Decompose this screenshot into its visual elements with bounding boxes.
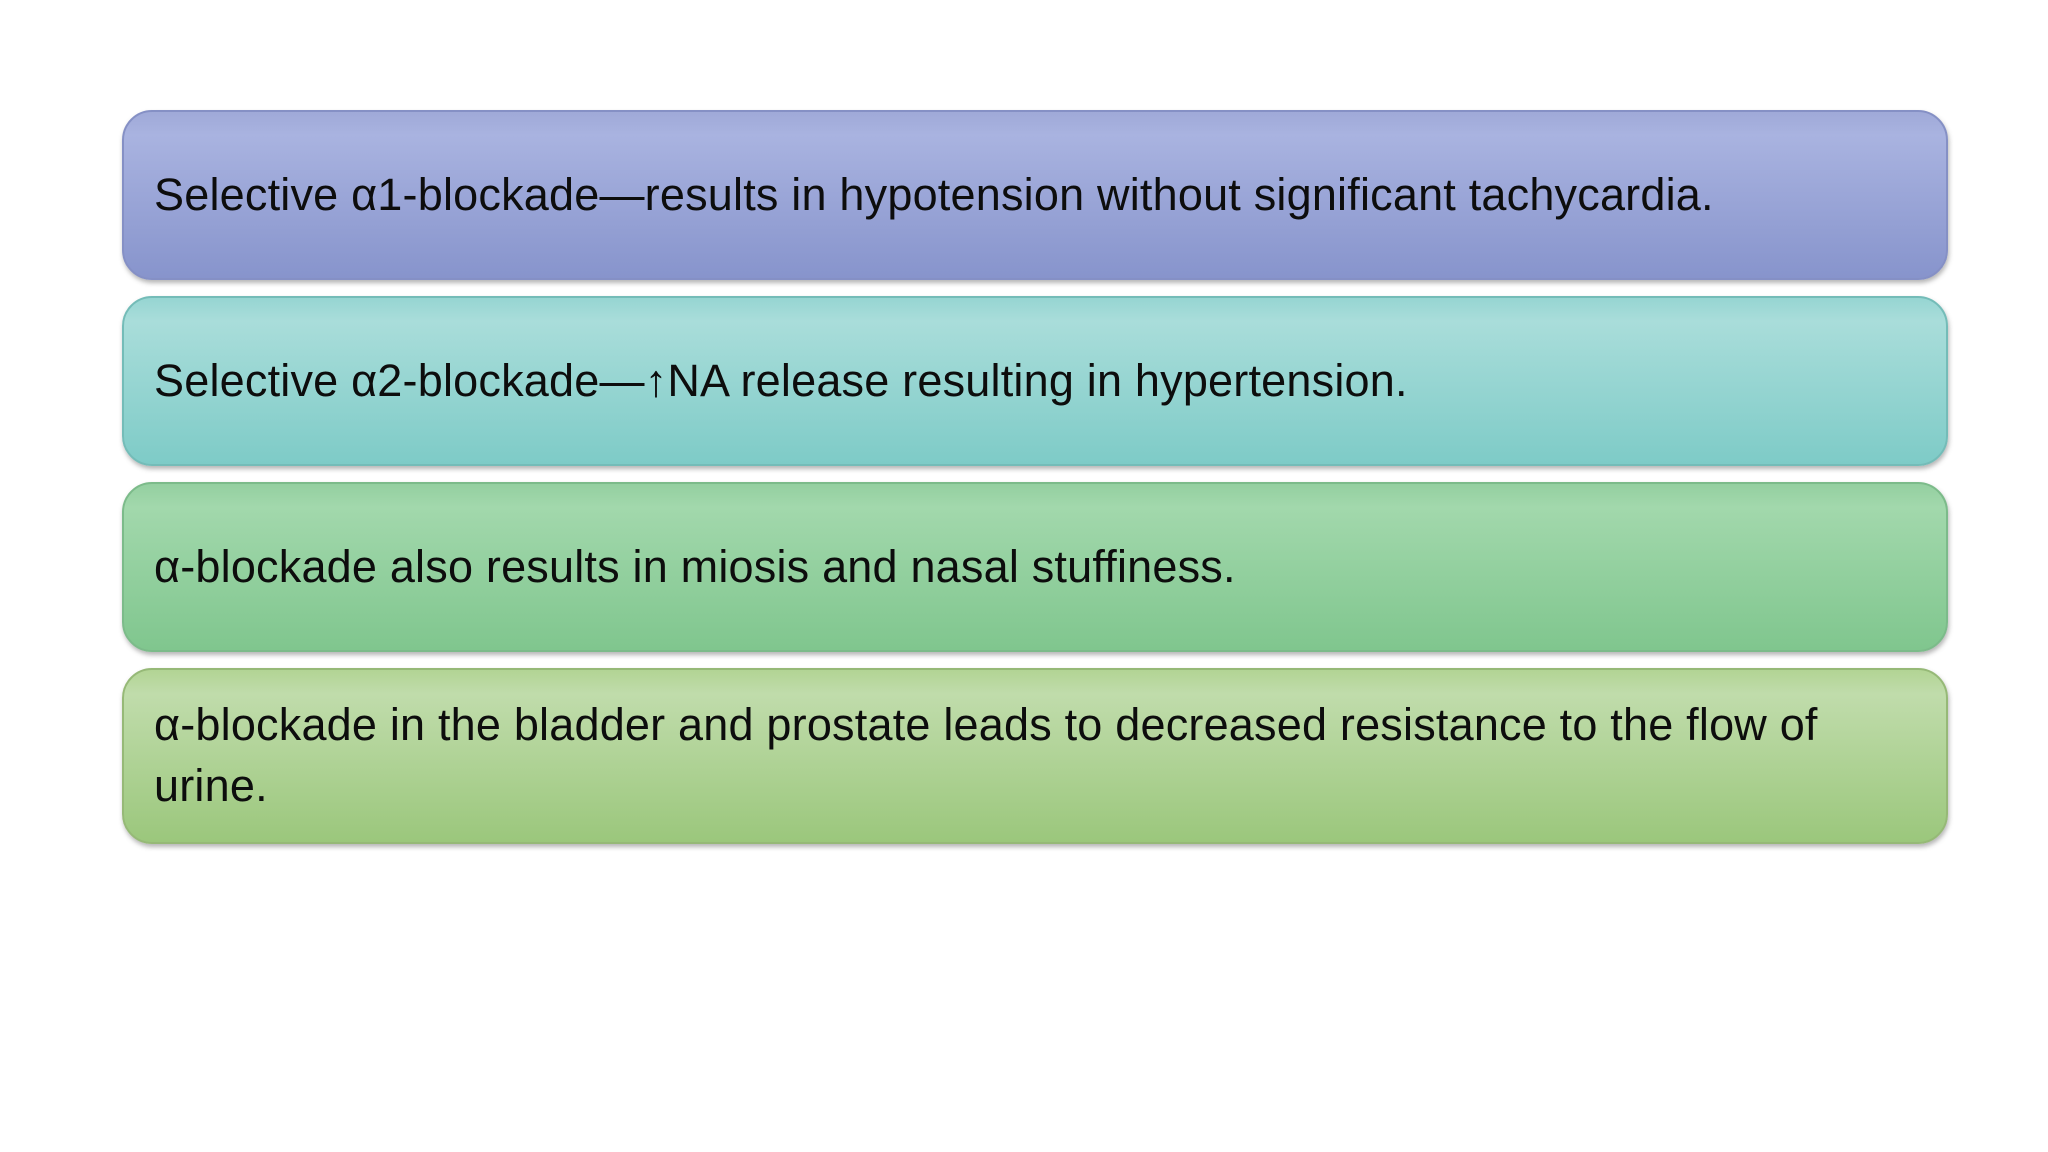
list-item-text: α-blockade in the bladder and prostate l… [154, 699, 1818, 811]
list-item-text: Selective α2-blockade—↑NA release result… [154, 354, 1408, 406]
list-item-text: Selective α1-blockade—results in hypoten… [154, 168, 1714, 220]
list-item-text: α-blockade also results in miosis and na… [154, 540, 1236, 592]
list-item-alpha1-blockade: Selective α1-blockade—results in hypoten… [122, 110, 1948, 280]
list-item-alpha-blockade-miosis: α-blockade also results in miosis and na… [122, 482, 1948, 652]
list-item-alpha-blockade-bladder: α-blockade in the bladder and prostate l… [122, 668, 1948, 844]
list-item-alpha2-blockade: Selective α2-blockade—↑NA release result… [122, 296, 1948, 466]
